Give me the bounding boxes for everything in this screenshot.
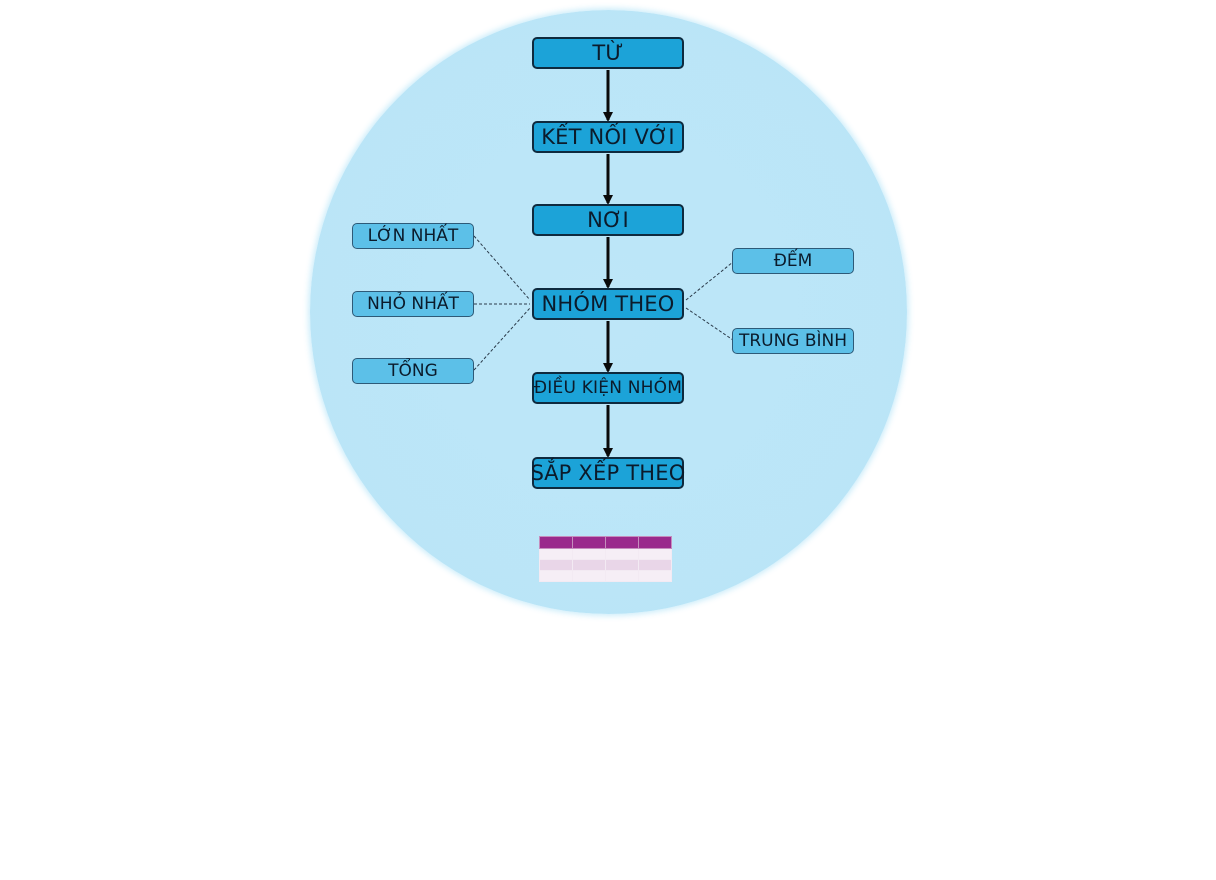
table-cell <box>638 559 672 571</box>
node-from: TỪ <box>532 37 684 69</box>
node-aggregate-max: LỚN NHẤT <box>352 223 474 249</box>
table-cell <box>539 559 573 571</box>
table-cell <box>572 536 606 549</box>
table-cell <box>605 570 639 582</box>
table-cell <box>539 570 573 582</box>
table-cell <box>572 548 606 560</box>
table-cell <box>605 559 639 571</box>
table-cell <box>572 570 606 582</box>
table-row <box>539 559 672 571</box>
table-cell <box>572 559 606 571</box>
node-where: NƠI <box>532 204 684 236</box>
dashed-link-avg <box>685 307 734 341</box>
node-group-by: NHÓM THEO <box>532 288 684 320</box>
dashed-link-count <box>685 261 734 301</box>
table-cell <box>605 548 639 560</box>
table-header-row <box>539 536 672 549</box>
node-aggregate-count: ĐẾM <box>732 248 854 274</box>
node-order-by: SẮP XẾP THEO <box>531 457 685 489</box>
table-cell <box>638 570 672 582</box>
table-cell <box>638 536 672 549</box>
dashed-link-max <box>473 235 531 301</box>
table-cell <box>539 548 573 560</box>
node-aggregate-min: NHỎ NHẤT <box>352 291 474 317</box>
table-row <box>539 548 672 560</box>
node-aggregate-sum: TỔNG <box>352 358 474 384</box>
result-table-icon <box>539 536 672 582</box>
table-row <box>539 570 672 582</box>
node-aggregate-avg: TRUNG BÌNH <box>732 328 854 354</box>
dashed-link-sum <box>473 307 531 371</box>
node-having: ĐIỀU KIỆN NHÓM <box>532 372 684 404</box>
table-cell <box>638 548 672 560</box>
table-cell <box>539 536 573 549</box>
table-cell <box>605 536 639 549</box>
node-join: KẾT NỐI VỚI <box>532 121 684 153</box>
